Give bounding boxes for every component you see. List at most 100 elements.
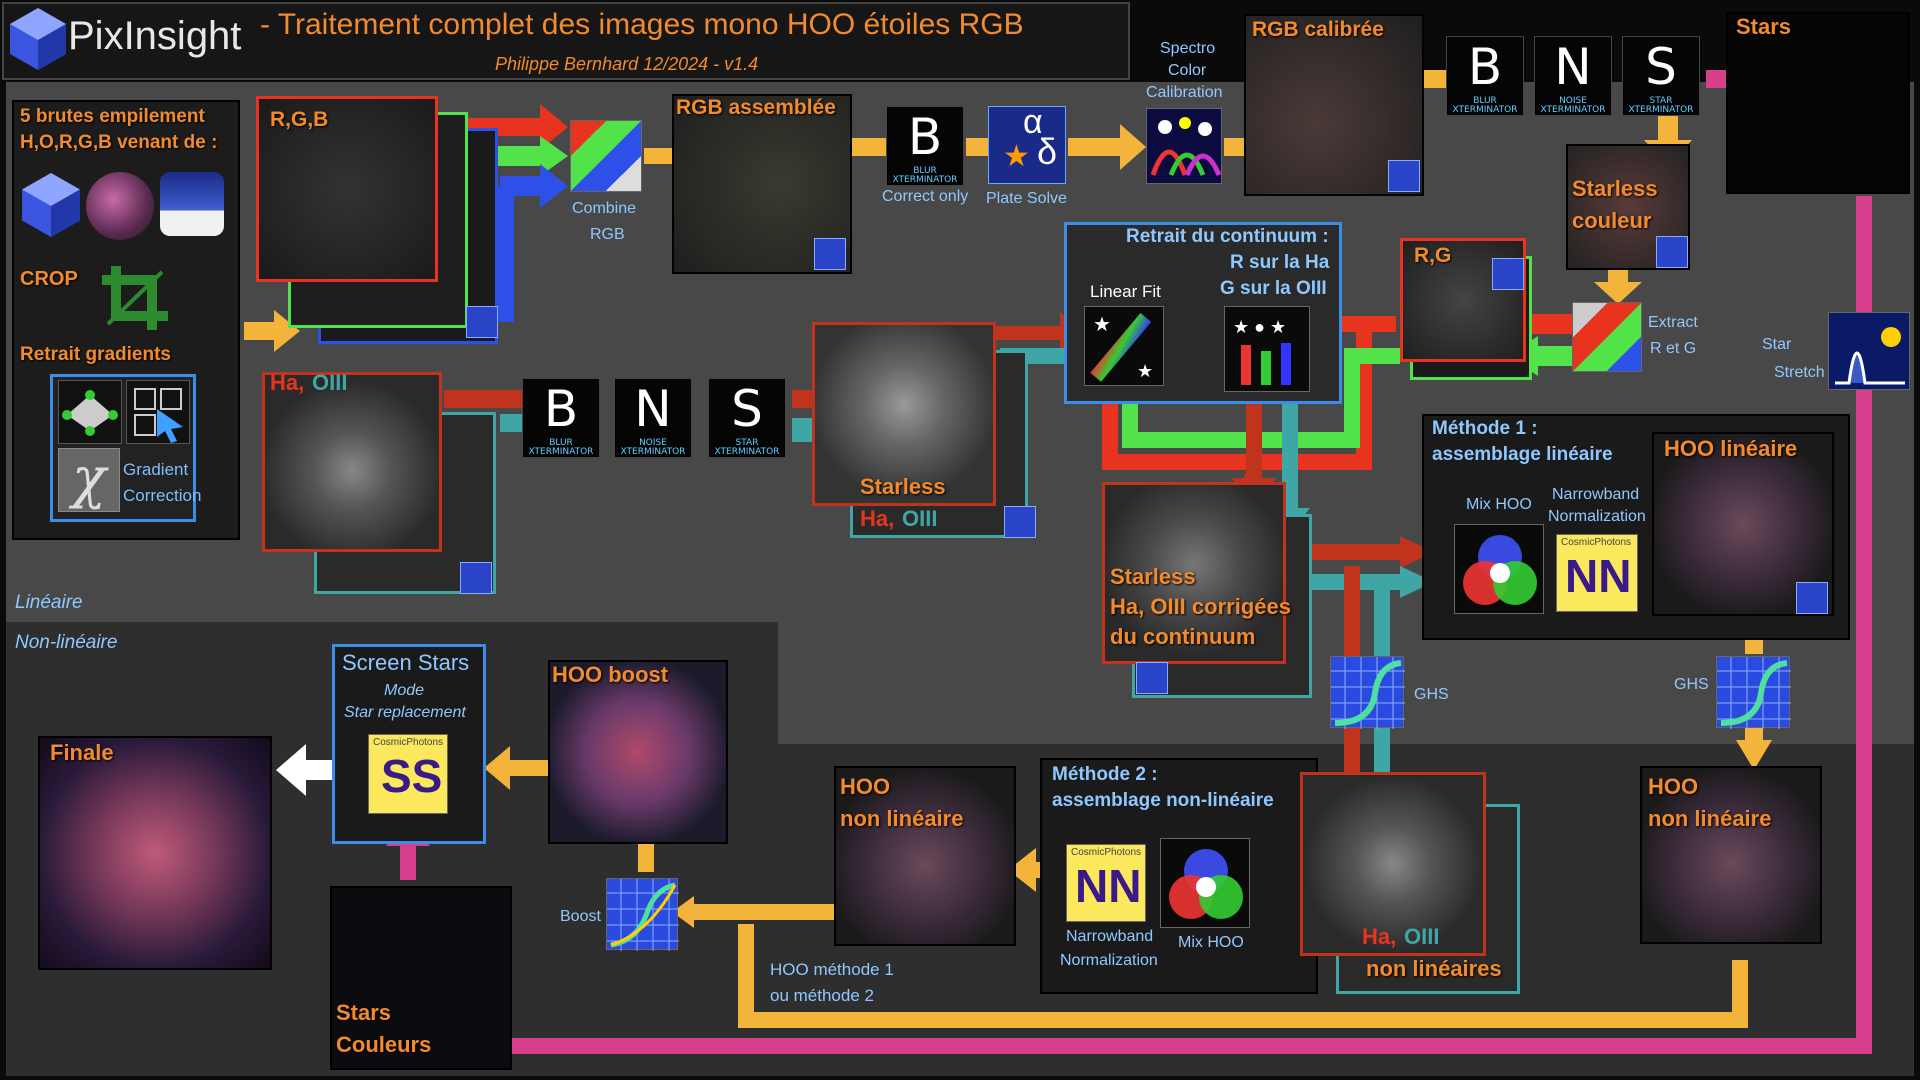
ghs-right-label: GHS bbox=[1674, 676, 1709, 693]
ghs-left-icon bbox=[1330, 656, 1405, 729]
hoo-linear-label: HOO linéaire bbox=[1664, 436, 1798, 461]
combine-rgb-label-2: RGB bbox=[590, 226, 625, 243]
dbe-icon bbox=[58, 380, 122, 444]
image-window-icon bbox=[1136, 662, 1168, 694]
pixinsight-cube-icon bbox=[22, 172, 80, 238]
svg-text:★: ★ bbox=[1137, 361, 1153, 381]
star-stretch-label-2: Stretch bbox=[1774, 364, 1825, 381]
header-banner bbox=[2, 2, 1130, 80]
mix-hoo-icon bbox=[1454, 524, 1544, 614]
plate-solve-icon: α δ ★ bbox=[988, 103, 1066, 184]
screen-stars-replace: Star replacement bbox=[344, 704, 466, 721]
gradients-label: Retrait gradients bbox=[20, 344, 171, 365]
nonlinear-zone-label: Non-linéaire bbox=[15, 632, 118, 653]
gradient-correction-icon: χ bbox=[58, 448, 120, 512]
crop-icon bbox=[102, 266, 168, 330]
ha-oiii-label-a: Ha, bbox=[270, 370, 305, 395]
starless-label: Starless bbox=[860, 474, 946, 499]
abe-icon bbox=[126, 380, 190, 444]
blurxterminator-icon: B BLUR XTERMINATOR bbox=[522, 378, 600, 458]
gradient-correction-label-2: Correction bbox=[123, 486, 202, 505]
stars-color-label-2: Couleurs bbox=[336, 1032, 432, 1057]
continuum-g: G sur la OIII bbox=[1220, 278, 1327, 299]
screen-stars-mode: Mode bbox=[384, 682, 425, 699]
screen-stars-icon: CosmicPhotons SS bbox=[368, 734, 448, 814]
extract-label-2: R et G bbox=[1650, 340, 1697, 357]
narrowband-normalization-icon: CosmicPhotons NN bbox=[1556, 534, 1638, 612]
ha-oiii-nonlinear-c: non linéaires bbox=[1366, 956, 1502, 981]
image-window-icon bbox=[1004, 506, 1036, 538]
arrow-b-to-combine bbox=[500, 164, 568, 208]
source-title-2: H,O,R,G,B venant de : bbox=[20, 132, 218, 153]
hoo-boost-label: HOO boost bbox=[552, 662, 669, 687]
ha-oiii-nonlinear-image bbox=[1300, 772, 1486, 956]
nn2-label-1: Narrowband bbox=[1066, 928, 1154, 945]
image-window-icon bbox=[466, 306, 498, 338]
boost-label: Boost bbox=[560, 908, 601, 925]
hoo-boost-image bbox=[548, 660, 728, 844]
boost-icon bbox=[606, 878, 679, 951]
method1-title-1: Méthode 1 : bbox=[1432, 418, 1538, 439]
noisexterminator-icon: N NOISE XTERMINATOR bbox=[1534, 36, 1612, 116]
spcc-label-3: Calibration bbox=[1146, 84, 1223, 101]
star-stretch-label-1: Star bbox=[1762, 336, 1792, 353]
hoo-nonlinear-label-1: HOO bbox=[840, 774, 891, 799]
starless-ha: Ha, bbox=[860, 506, 895, 531]
continuum-title: Retrait du continuum : bbox=[1126, 226, 1329, 247]
astro-app-icon bbox=[86, 172, 154, 240]
rgb-label: R,G,B bbox=[270, 108, 329, 131]
hoo-nonlinear-right-label-1: HOO bbox=[1648, 774, 1699, 799]
pixinsight-logo-icon bbox=[10, 8, 66, 70]
image-window-icon bbox=[1796, 582, 1828, 614]
starxterminator-icon: S STAR XTERMINATOR bbox=[708, 378, 786, 458]
extract-icon bbox=[1572, 302, 1642, 372]
stars-color-label-1: Stars bbox=[336, 1000, 392, 1025]
page-subtitle: Philippe Bernhard 12/2024 - v1.4 bbox=[495, 54, 759, 74]
method2-title-2: assemblage non-linéaire bbox=[1052, 790, 1274, 811]
ha-oiii-label-b: OIII bbox=[312, 370, 348, 395]
continuum-subtraction-icon: ★ ● ★ bbox=[1224, 306, 1310, 392]
rgb-image-r bbox=[256, 96, 438, 282]
ghs-right-icon bbox=[1716, 656, 1791, 729]
hoo-choice-1: HOO méthode 1 bbox=[770, 960, 894, 979]
image-window-icon bbox=[1656, 236, 1688, 268]
hoo-nonlinear-right-label-2: non linéaire bbox=[1648, 806, 1772, 831]
image-window-icon bbox=[814, 238, 846, 270]
rg-label: R,G bbox=[1414, 244, 1452, 267]
stars-label: Stars bbox=[1736, 14, 1792, 39]
rgb-calibrated-label: RGB calibrée bbox=[1252, 18, 1384, 41]
source-title-1: 5 brutes empilement bbox=[20, 106, 205, 127]
cloud-app-icon bbox=[160, 172, 224, 236]
mix-hoo2-label: Mix HOO bbox=[1178, 934, 1244, 951]
gradient-correction-label-1: Gradient bbox=[123, 460, 189, 479]
starless-oiii: OIII bbox=[902, 506, 938, 531]
stars-color-image bbox=[330, 886, 512, 1070]
noisexterminator-icon: N NOISE XTERMINATOR bbox=[614, 378, 692, 458]
image-window-icon bbox=[1388, 160, 1420, 192]
combine-rgb-label-1: Combine bbox=[572, 200, 637, 217]
final-label: Finale bbox=[50, 740, 114, 765]
ha-oiii-image bbox=[262, 372, 442, 552]
arrow-r-to-combine bbox=[440, 104, 568, 150]
narrowband-normalization-icon: CosmicPhotons NN bbox=[1066, 844, 1146, 922]
svg-text:★: ★ bbox=[1093, 314, 1111, 336]
hoo-nonlinear-image bbox=[834, 766, 1016, 946]
hoo-choice-2: ou méthode 2 bbox=[770, 986, 874, 1005]
hoo-nonlinear-right-image bbox=[1640, 766, 1822, 944]
ha-oiii-nonlinear-b: OIII bbox=[1404, 924, 1440, 949]
rgb-calibrated-image bbox=[1244, 14, 1424, 196]
starless-image bbox=[812, 322, 996, 506]
starxterminator-icon: S STAR XTERMINATOR bbox=[1622, 36, 1700, 116]
spcc-label-1: Spectro bbox=[1160, 40, 1216, 57]
svg-text:★ ● ★: ★ ● ★ bbox=[1233, 317, 1286, 337]
arrow-source-to-rgb bbox=[244, 310, 300, 352]
image-window-icon bbox=[460, 562, 492, 594]
stars-image bbox=[1726, 12, 1910, 194]
page-title: - Traitement complet des images mono HOO… bbox=[260, 8, 1024, 41]
corrected-image bbox=[1102, 482, 1286, 664]
nn2-label-2: Normalization bbox=[1060, 952, 1158, 969]
starless-color-label-1: Starless bbox=[1572, 176, 1658, 201]
blurxterminator-icon: B BLUR XTERMINATOR bbox=[886, 106, 964, 186]
star-stretch-icon bbox=[1828, 312, 1910, 390]
